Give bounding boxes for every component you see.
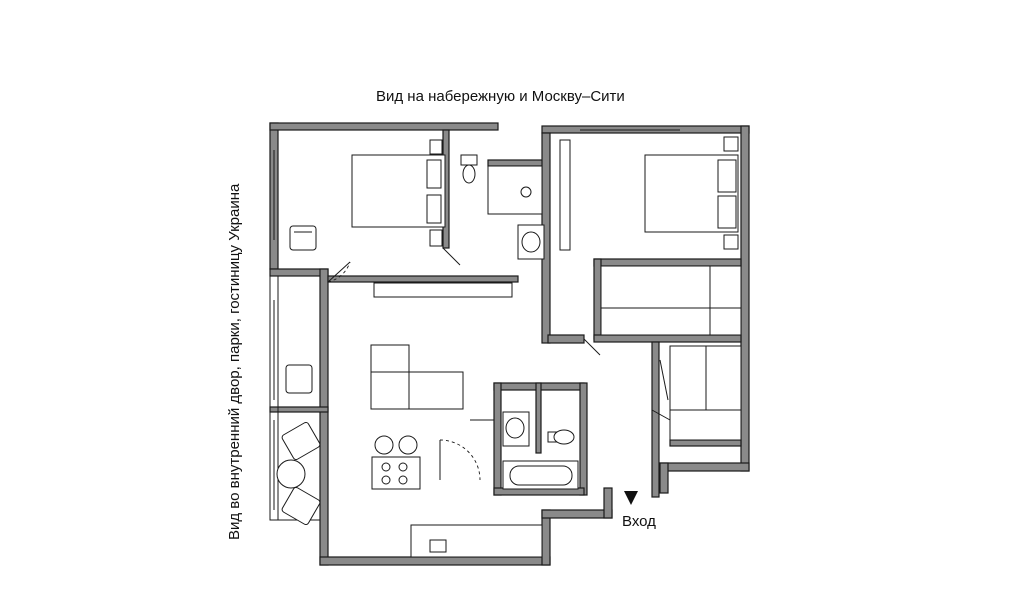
sink-icon <box>502 411 530 447</box>
armchair-icon <box>281 421 321 526</box>
wardrobe-icon <box>373 282 513 298</box>
entrance-arrow-icon <box>624 491 638 505</box>
sink-icon <box>517 224 545 260</box>
outer-walls <box>269 122 750 566</box>
windows <box>273 129 680 510</box>
sink-icon <box>429 539 447 553</box>
doors <box>327 247 671 481</box>
toilet-icon <box>460 154 478 184</box>
table-icon <box>276 459 306 489</box>
armchair-icon <box>285 364 313 394</box>
armchair-icon <box>289 225 317 251</box>
bed-icon <box>644 136 739 250</box>
inner-walls <box>327 129 742 498</box>
top-view-label: Вид на набережную и Москву–Сити <box>376 88 625 105</box>
bed-icon <box>351 139 446 247</box>
wardrobe-icon <box>600 265 742 336</box>
entrance-label: Вход <box>622 513 656 530</box>
sofa-icon <box>370 344 464 410</box>
stove-icon <box>381 462 408 485</box>
wardrobe-icon <box>559 139 571 251</box>
shower-area <box>487 165 543 215</box>
bathtub-icon <box>502 460 579 490</box>
balcony <box>269 275 320 521</box>
table-icon <box>371 435 421 490</box>
toilet-icon <box>547 429 575 445</box>
